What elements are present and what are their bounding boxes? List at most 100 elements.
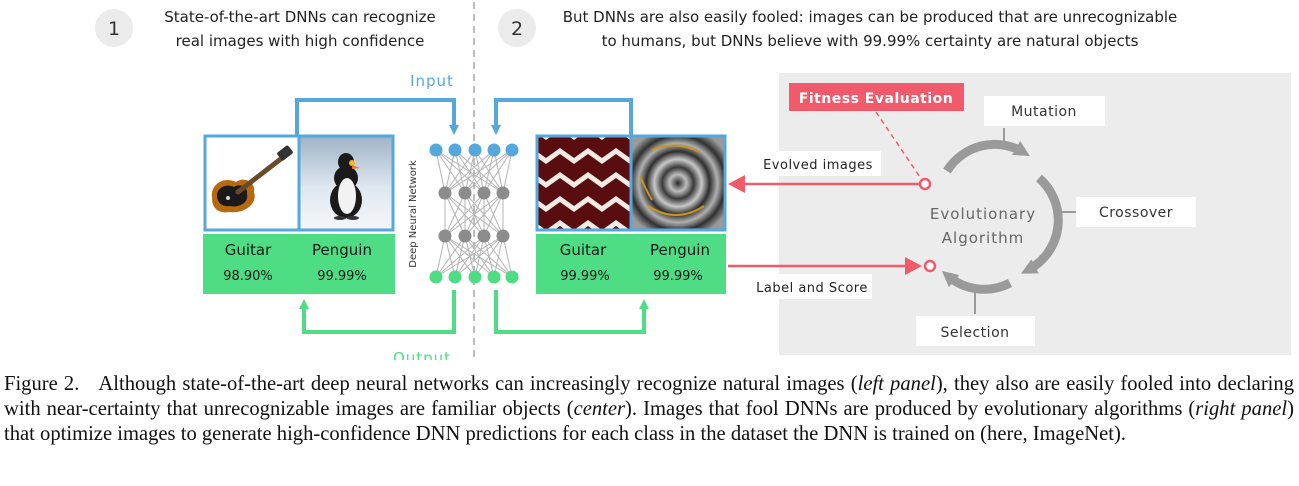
network-output-node xyxy=(505,270,519,284)
left-heading-line1: State-of-the-art DNNs can recognize xyxy=(164,8,436,26)
right-heading-line1: But DNNs are also easily fooled: images … xyxy=(563,8,1178,26)
cycle-arrow-top xyxy=(943,139,1030,174)
network-hidden-node xyxy=(438,229,452,243)
network-input-node xyxy=(429,143,443,157)
network-edge xyxy=(502,235,513,278)
network-edge xyxy=(483,149,513,194)
caption-emphasis-left-panel: left panel xyxy=(857,373,936,395)
penguin-image-frame xyxy=(297,134,395,232)
network-hidden-node xyxy=(477,229,491,243)
left-label-guitar: Guitar xyxy=(225,241,272,259)
evolution-io: Evolved images Label and Score xyxy=(728,151,937,299)
input-arrows: Input xyxy=(295,72,633,136)
crossover-label: Crossover xyxy=(1099,205,1173,221)
step-2-header: 2 But DNNs are also easily fooled: image… xyxy=(498,8,1177,50)
left-score-penguin: 99.99% xyxy=(317,269,367,284)
network-output-node xyxy=(468,270,482,284)
crossover-box xyxy=(1076,197,1196,227)
evolved-images-box xyxy=(756,151,881,176)
network-hidden-node xyxy=(496,186,510,200)
right-output-arrow xyxy=(494,290,649,334)
network-edge xyxy=(474,235,504,278)
caption-text-3: ). Images that fool DNNs are produced by… xyxy=(625,398,1196,420)
left-label-background xyxy=(203,234,395,294)
selection-label: Selection xyxy=(940,325,1009,341)
network-label: Deep Neural Network xyxy=(408,160,419,268)
network-edge xyxy=(435,149,446,194)
network-edge xyxy=(464,149,495,194)
step-1-number: 1 xyxy=(108,18,120,40)
network-hidden-node xyxy=(477,186,491,200)
network-edge xyxy=(444,192,466,237)
caption-text-2: ), they also are easily fooled into decl… xyxy=(4,373,1294,420)
evolved-images-node xyxy=(918,177,932,191)
network-edge xyxy=(444,149,513,194)
network-edge xyxy=(435,235,485,278)
network-edge xyxy=(444,149,495,194)
right-score-penguin: 99.99% xyxy=(653,269,703,284)
network-edge xyxy=(502,149,513,194)
left-label-penguin: Penguin xyxy=(312,241,372,259)
network-hidden-node xyxy=(438,186,452,200)
network-edge xyxy=(464,192,504,237)
figure-2-diagram: 1 State-of-the-art DNNs can recognize re… xyxy=(95,2,1291,360)
evolution-panel: Mutation Crossover Selection Evolutionar… xyxy=(779,73,1291,355)
right-label-box: Guitar Penguin 99.99% 99.99% xyxy=(536,234,726,294)
cycle-arrow-bottom xyxy=(941,270,1013,294)
network-input-node xyxy=(487,143,501,157)
network-input-node xyxy=(468,143,482,157)
network-hidden-node xyxy=(496,229,510,243)
network-edge xyxy=(454,235,504,278)
mutation-label: Mutation xyxy=(1011,104,1077,120)
neural-network: Deep Neural Network xyxy=(408,143,519,284)
left-input-arrow xyxy=(295,98,459,136)
left-score-guitar: 98.90% xyxy=(223,269,273,284)
label-score-arrow-head xyxy=(905,257,922,275)
step-1-header: 1 State-of-the-art DNNs can recognize re… xyxy=(95,8,436,50)
caption-emphasis-right-panel: right panel xyxy=(1195,398,1288,420)
left-label-box: Guitar Penguin 98.90% 99.99% xyxy=(203,234,395,294)
network-output-node xyxy=(487,270,501,284)
network-input-node xyxy=(505,143,519,157)
left-output-arrow xyxy=(299,290,456,334)
evolved-images-label: Evolved images xyxy=(763,158,873,173)
network-edges xyxy=(435,149,513,278)
network-edge xyxy=(444,149,456,194)
right-image-strip xyxy=(535,134,727,232)
label-score-label: Label and Score xyxy=(756,281,868,296)
mutation-box xyxy=(984,96,1105,126)
network-edge xyxy=(464,149,513,194)
selection-box xyxy=(916,316,1035,346)
input-label: Input xyxy=(410,72,454,90)
fitness-connector xyxy=(875,111,923,181)
caption-text-1: Although state-of-the-art deep neural ne… xyxy=(98,373,858,395)
network-edge xyxy=(435,235,504,278)
network-edge xyxy=(444,192,504,237)
step-2-circle xyxy=(498,9,536,47)
penguin-photo-icon xyxy=(330,153,362,220)
figure-caption: Figure 2. Although state-of-the-art deep… xyxy=(4,372,1294,447)
network-edge xyxy=(444,149,476,194)
network-edge xyxy=(435,235,466,278)
left-heading-line2: real images with high confidence xyxy=(176,32,425,50)
network-hidden-node xyxy=(458,186,472,200)
output-label: Output xyxy=(393,349,451,360)
evolved-images-arrow-head xyxy=(728,175,745,193)
right-heading-line2: to humans, but DNNs believe with 99.99% … xyxy=(602,32,1139,50)
network-edge xyxy=(493,235,504,278)
network-edge xyxy=(483,192,504,237)
output-arrows: Output xyxy=(299,290,649,360)
network-nodes xyxy=(429,143,519,284)
step-2-number: 2 xyxy=(511,18,523,40)
right-label-background xyxy=(536,234,726,294)
fooling-image-penguin-frame xyxy=(629,134,727,232)
guitar-photo-icon xyxy=(211,145,293,213)
fooling-image-guitar xyxy=(537,136,631,230)
label-score-box xyxy=(752,274,872,299)
fitness-evaluation-label: Fitness Evaluation xyxy=(799,91,953,107)
caption-emphasis-center: center xyxy=(573,398,626,420)
cycle-arrow-right xyxy=(1020,174,1063,274)
network-output-node xyxy=(429,270,443,284)
step-1-circle xyxy=(95,9,133,47)
network-input-node xyxy=(448,143,462,157)
